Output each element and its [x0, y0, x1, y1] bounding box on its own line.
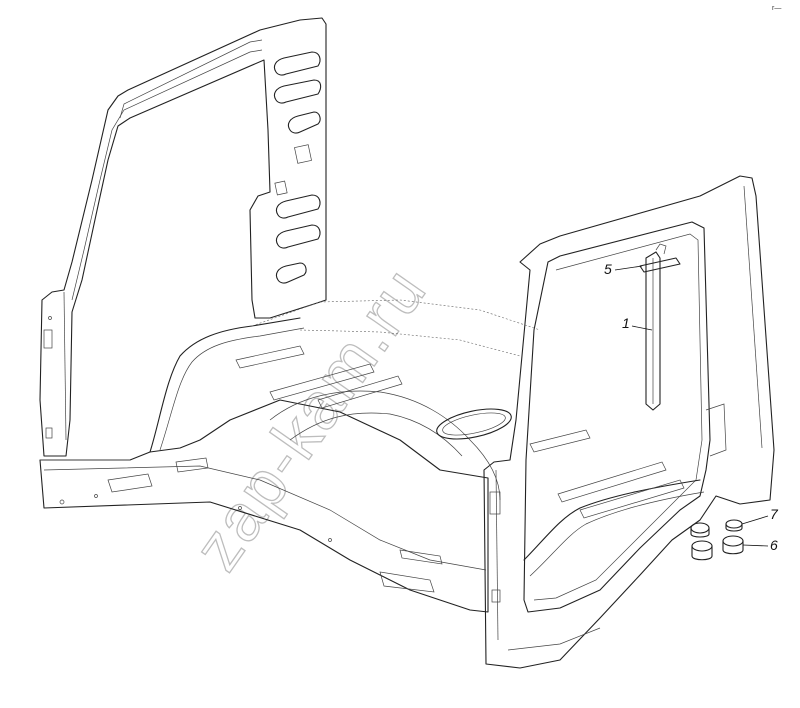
right-side-frame	[483, 175, 775, 669]
left-rear-pillar	[39, 17, 327, 457]
callout-7: 7	[741, 506, 779, 525]
pillar-slots	[273, 51, 322, 284]
callout-5-label: 5	[604, 261, 612, 277]
callout-1: 1	[622, 315, 653, 331]
watermark-text: zap-kam.ru	[179, 254, 440, 583]
callout-6: 6	[742, 537, 778, 553]
part-5-bracket	[639, 243, 681, 273]
callout-1-label: 1	[622, 315, 630, 331]
corner-mark: r—	[772, 5, 781, 12]
callout-6-label: 6	[770, 537, 778, 553]
callout-7-label: 7	[770, 506, 779, 522]
part-6-bushings	[691, 535, 744, 561]
callouts: 1 5 7 6	[604, 261, 779, 553]
callout-5: 5	[604, 261, 643, 277]
part-7-plugs	[690, 519, 743, 538]
cab-floor	[39, 299, 705, 613]
part-1-rod	[645, 251, 661, 411]
watermark: zap-kam.ru	[178, 253, 441, 584]
